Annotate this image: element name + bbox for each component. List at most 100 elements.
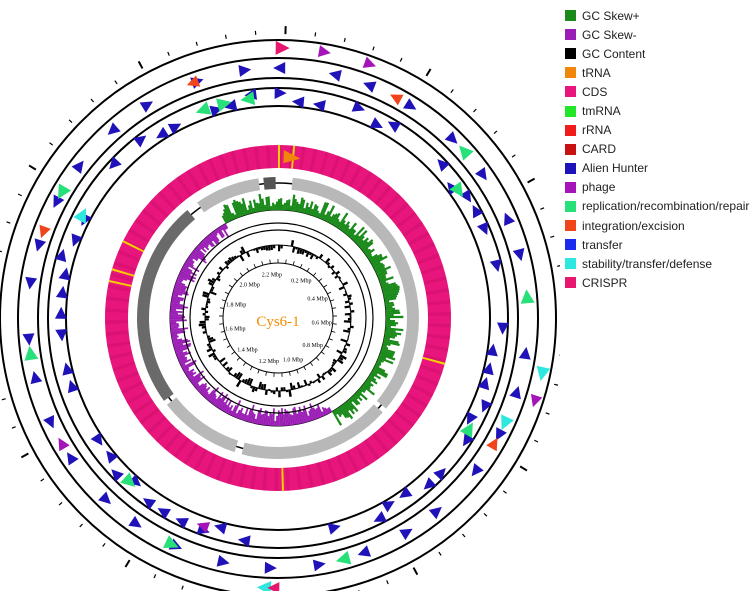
- legend-label: rRNA: [582, 123, 611, 137]
- gc-skew-bar: [386, 316, 403, 318]
- outer-tick: [439, 552, 441, 555]
- outer-tick: [462, 534, 465, 537]
- alien-hunter-arrow: [473, 205, 484, 218]
- gc-content-bar: [278, 245, 280, 251]
- gc-skew-bar: [170, 320, 187, 322]
- legend-label: tRNA: [582, 66, 611, 80]
- legend-item: rRNA: [565, 121, 751, 140]
- scale-label: 0.6 Mbp: [312, 321, 332, 327]
- transfer-arrow: [108, 122, 121, 134]
- outer-tick: [2, 399, 6, 400]
- gc-content-bar: [348, 318, 351, 320]
- outer-tick: [451, 90, 453, 93]
- transfer-arrow: [265, 562, 277, 574]
- integration-arrow: [39, 225, 50, 238]
- legend-item: Alien Hunter: [565, 159, 751, 178]
- alien-hunter-arrow: [381, 501, 394, 512]
- outer-tick: [400, 58, 402, 62]
- scale-tick: [262, 261, 263, 265]
- gc-content-bar: [291, 240, 295, 247]
- cds-swatch: [565, 86, 576, 97]
- replication-arrow: [336, 551, 351, 565]
- scale-label: 1.4 Mbp: [237, 348, 257, 354]
- scale-tick: [289, 372, 290, 376]
- gc-content-bar: [207, 301, 211, 304]
- cds-feature: [274, 468, 278, 491]
- transfer-arrow: [35, 238, 46, 251]
- scale-tick: [321, 352, 324, 354]
- gc-content-bar: [303, 379, 307, 385]
- alien-hunter-arrow: [156, 127, 169, 139]
- outer-tick: [557, 266, 560, 267]
- phage-arrow: [318, 45, 331, 57]
- legend-item: CDS: [565, 82, 751, 101]
- outer-tick: [494, 131, 497, 134]
- gc-content-bar: [268, 389, 270, 391]
- transfer-arrow: [273, 62, 285, 74]
- outer-tick: [125, 560, 129, 567]
- gc-skew-bar: [170, 318, 183, 320]
- gc-content-bar: [199, 323, 206, 326]
- transfer-arrow: [329, 70, 342, 82]
- alien-hunter-arrow: [388, 122, 401, 133]
- gc-skew-bar: [278, 199, 280, 210]
- trna-swatch: [565, 67, 576, 78]
- gc-content-bar: [351, 310, 355, 313]
- legend-label: tmRNA: [582, 104, 621, 118]
- transfer-arrow: [513, 248, 525, 261]
- outer-tick: [80, 524, 83, 527]
- transfer-arrow: [363, 82, 376, 93]
- legend-label: CDS: [582, 85, 607, 99]
- gc-content-bar: [288, 390, 291, 397]
- outer-tick: [546, 413, 550, 414]
- scale-tick: [304, 367, 306, 371]
- scale-label: 2.0 Mbp: [240, 282, 260, 288]
- gc-skew-bar: [274, 204, 276, 210]
- gc-content-bar: [290, 383, 293, 390]
- gc-content-bar: [339, 286, 345, 290]
- gc-content-bar: [344, 305, 350, 308]
- alien-hunter-arrow: [399, 486, 412, 498]
- replication-swatch: [565, 201, 576, 212]
- outer-tick: [115, 81, 117, 84]
- gc-skew-bar: [276, 201, 278, 210]
- legend-label: stability/transfer/defense: [582, 257, 712, 271]
- scale-tick: [223, 339, 227, 340]
- gc-content-bar: [325, 258, 330, 264]
- outer-tick: [139, 61, 143, 68]
- legend-label: integration/excision: [582, 219, 685, 233]
- crispr-arrow: [276, 41, 290, 55]
- gc-content-bar: [265, 390, 268, 395]
- transfer-arrow: [445, 131, 458, 144]
- integration-swatch: [565, 220, 576, 231]
- gc-content-bar: [265, 246, 268, 251]
- legend-label: CRISPR: [582, 276, 627, 290]
- scale-tick: [326, 346, 329, 348]
- legend-item: tRNA: [565, 63, 751, 82]
- gc-content-bar: [350, 326, 353, 329]
- alien-hunter-arrow: [370, 117, 383, 128]
- scale-label: 2.2 Mbp: [262, 272, 282, 278]
- gc-content-bar: [205, 316, 210, 318]
- gc-content-bar: [206, 306, 209, 309]
- transfer-arrow: [25, 277, 37, 290]
- gc-skew-bar: [270, 206, 272, 210]
- scale-tick: [324, 285, 327, 287]
- alien-hunter-arrow: [109, 156, 122, 169]
- outer-tick: [550, 236, 554, 237]
- gc-content-bar: [273, 391, 275, 394]
- gc-content-bar: [331, 367, 337, 373]
- tmrna-swatch: [565, 106, 576, 117]
- legend-label: replication/recombination/repair: [582, 199, 749, 213]
- scale-label: 0.8 Mbp: [303, 343, 323, 349]
- scale-tick: [307, 268, 309, 271]
- gc-content-bar: [207, 348, 213, 352]
- scale-tick: [316, 358, 319, 361]
- transfer-arrow: [72, 161, 84, 174]
- scale-tick: [332, 308, 336, 309]
- gc-content-bar: [201, 308, 205, 311]
- gc-content-bar: [346, 343, 351, 347]
